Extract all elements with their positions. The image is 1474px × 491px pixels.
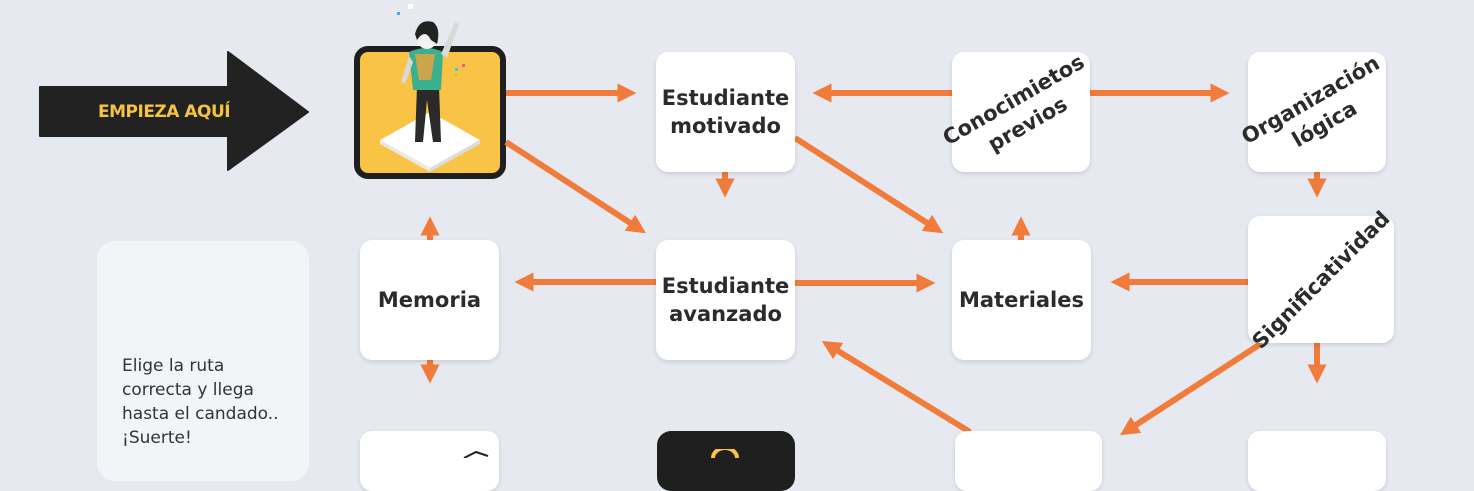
info-text: Elige la ruta correcta y llega hasta el … [122, 356, 279, 448]
start-label: EMPIEZA AQUÍ [98, 102, 231, 122]
node-label: Memoria [377, 288, 482, 312]
student-figure-icon [380, 4, 480, 172]
node-label: Significatividad [1247, 205, 1395, 354]
node-label: Conocimietos previos [939, 49, 1089, 157]
pencil-icon [463, 450, 489, 458]
start-arrow-shape [39, 51, 309, 171]
lock-icon [711, 449, 739, 458]
node-estudiante-avanzado[interactable]: Estudiante avanzado [656, 240, 795, 360]
node-memoria[interactable]: Memoria [360, 240, 499, 360]
node-estudiante-motivado[interactable]: Estudiante motivado [656, 52, 795, 172]
node-conocimientos-previos[interactable]: Conocimietos previos [939, 50, 1090, 172]
node-label: Estudiante motivado [661, 86, 790, 138]
node-bottom-left[interactable] [360, 431, 499, 491]
node-bottom-mid[interactable] [955, 431, 1102, 491]
path-arrows [420, 83, 1327, 436]
node-label: Estudiante avanzado [661, 274, 790, 326]
maze-diagram: EMPIEZA AQUÍ [39, 4, 1395, 491]
node-significatividad[interactable]: Significatividad [1247, 206, 1394, 353]
arrow-start-avanzado [504, 139, 647, 234]
node-label: Organización lógica [1236, 50, 1384, 153]
node-organizacion-logica[interactable]: Organización lógica [1237, 51, 1386, 172]
arrow-significatividad-diag [1119, 340, 1264, 436]
arrow-bottom-avanzado [821, 340, 972, 435]
node-bottom-right[interactable] [1248, 431, 1386, 491]
node-label: Materiales [958, 288, 1084, 312]
lock-tile[interactable] [657, 431, 795, 491]
node-materiales[interactable]: Materiales [952, 240, 1091, 360]
info-card [97, 241, 309, 481]
arrow-motivado-materiales [793, 135, 944, 234]
